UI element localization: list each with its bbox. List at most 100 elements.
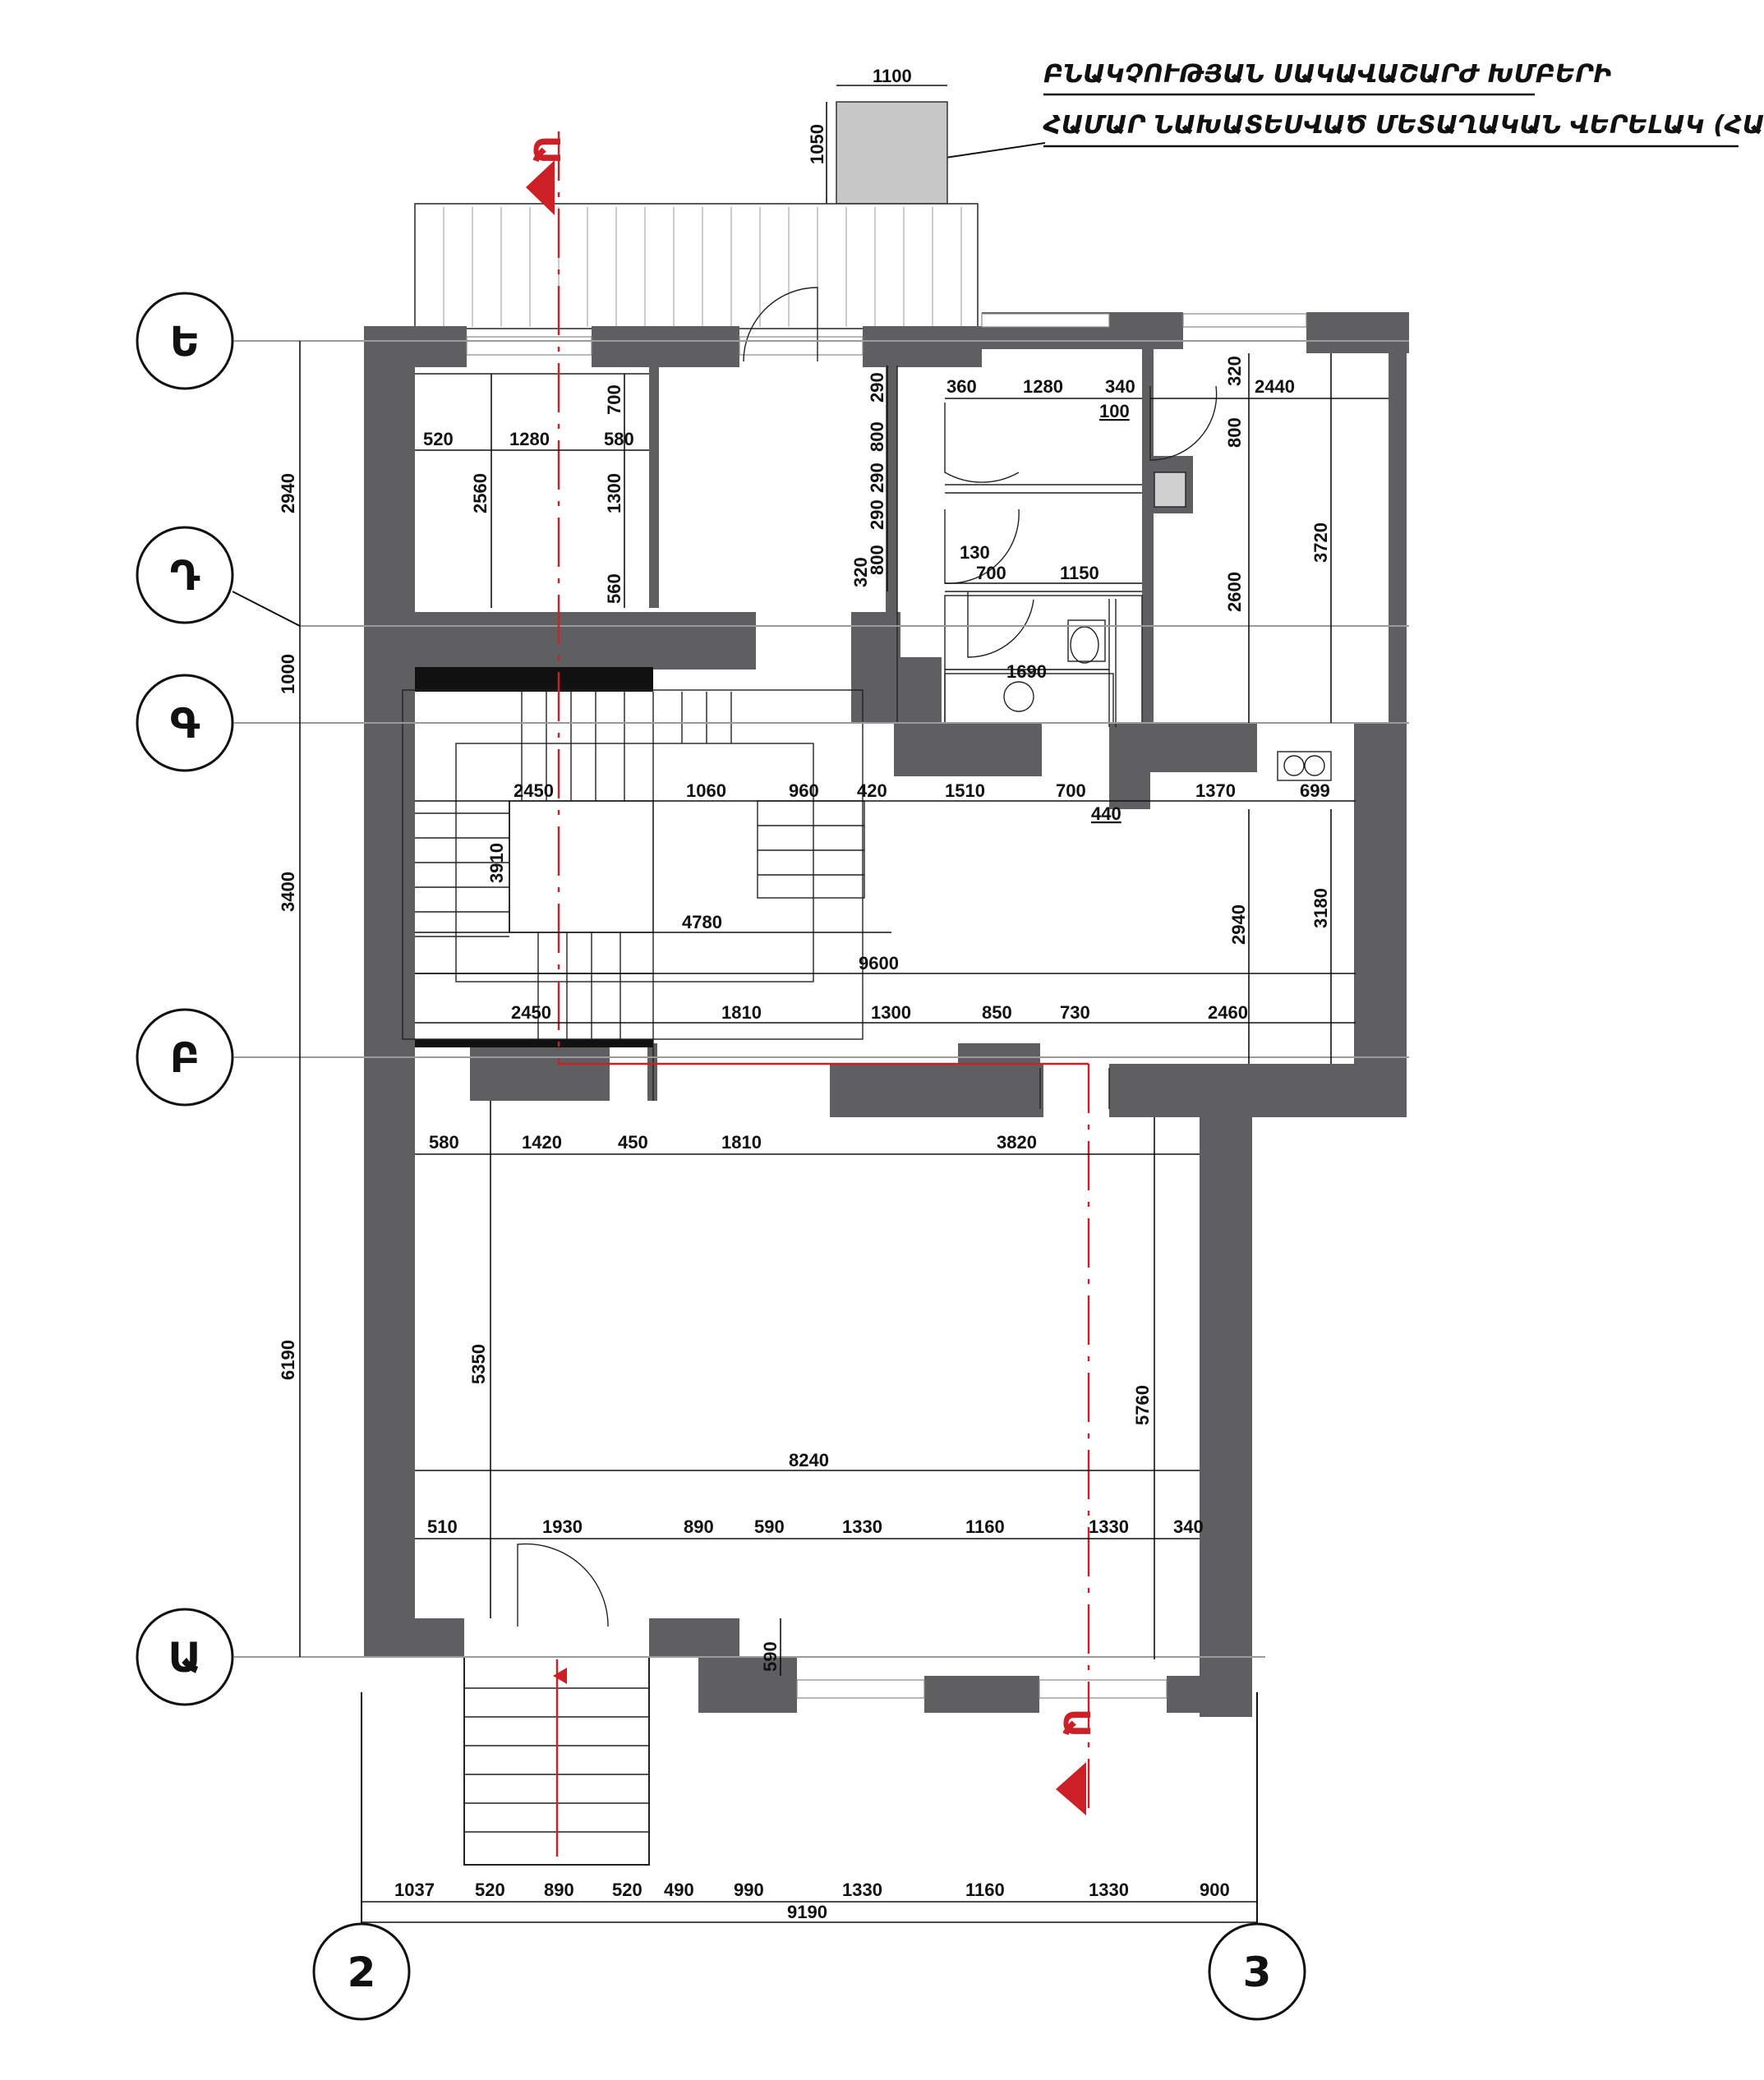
axis-bubble-row-D: Դ xyxy=(136,526,234,624)
dim-v-290-a: 290 xyxy=(867,372,887,403)
dim-lift-height: 1050 xyxy=(807,124,827,164)
dim-r1-580: 580 xyxy=(604,429,634,449)
walls xyxy=(364,312,1409,1717)
dim-r1-520: 520 xyxy=(423,429,454,449)
section-mark-top: Ա xyxy=(526,136,566,165)
dim-l-1330-a: 1330 xyxy=(842,1516,882,1537)
terrace-top xyxy=(414,203,979,329)
dim-s-2940: 2940 xyxy=(1228,904,1249,945)
entry-arrow-icon xyxy=(553,1668,567,1684)
axis-bubble-row-A: Ա xyxy=(136,1608,234,1706)
dim-v-290-b: 290 xyxy=(867,462,887,493)
dim-left-6190: 6190 xyxy=(278,1340,298,1380)
dim-bt-900: 900 xyxy=(1200,1880,1230,1900)
axis-bubble-col-3: 3 xyxy=(1208,1922,1306,2021)
dim-b-100: 100 xyxy=(1099,401,1130,421)
dim-l-590: 590 xyxy=(754,1516,785,1537)
dim-bt-520-b: 520 xyxy=(612,1880,643,1900)
dim-l-590-v: 590 xyxy=(760,1641,781,1672)
axis-label-row-2: Դ xyxy=(170,552,200,600)
grid-axes xyxy=(232,340,1409,1943)
dim-b-1690: 1690 xyxy=(1006,661,1047,682)
dim-s-1060: 1060 xyxy=(686,780,726,801)
dimension-labels: 2940 1000 3400 6190 520 1280 580 700 256… xyxy=(278,356,1331,1922)
dim-l-510: 510 xyxy=(427,1516,458,1537)
dim-m-5350: 5350 xyxy=(468,1344,489,1384)
dim-c-1300: 1300 xyxy=(871,1002,911,1023)
dim-lift-width: 1100 xyxy=(873,66,912,86)
dim-c-730: 730 xyxy=(1060,1002,1090,1023)
dim-s-1510: 1510 xyxy=(945,780,985,801)
dim-bt-1330-a: 1330 xyxy=(842,1880,882,1900)
dim-b-800: 800 xyxy=(1224,417,1245,448)
dim-s-2450: 2450 xyxy=(514,780,554,801)
dim-m-3820: 3820 xyxy=(997,1132,1037,1153)
dim-c-1810: 1810 xyxy=(721,1002,762,1023)
dim-c-2450: 2450 xyxy=(511,1002,551,1023)
dim-bt-1037: 1037 xyxy=(394,1880,435,1900)
dim-m-8240: 8240 xyxy=(789,1450,829,1470)
dim-bt-1330-b: 1330 xyxy=(1089,1880,1129,1900)
dim-v-320: 320 xyxy=(850,557,871,587)
axis-label-row-1: Ե xyxy=(170,318,200,366)
dim-b-2440: 2440 xyxy=(1255,376,1295,397)
note-line-2: ՀԱՄԱՐ ՆԱԽԱՏԵՍՎԱԾ ՄԵՏԱՂԱԿԱՆ ՎԵՐԵԼԱԿ (ՀԱՐԹ… xyxy=(1043,111,1764,140)
dim-v-800-a: 800 xyxy=(867,421,887,452)
dim-s-9600: 9600 xyxy=(859,953,899,973)
dim-l-340: 340 xyxy=(1173,1516,1204,1537)
dim-b-130: 130 xyxy=(960,542,990,563)
dim-m-5760: 5760 xyxy=(1132,1385,1153,1425)
terrace-planks xyxy=(443,207,962,327)
dim-bt-890: 890 xyxy=(544,1880,574,1900)
dim-total-9190: 9190 xyxy=(787,1902,827,1922)
dim-v-290-c: 290 xyxy=(867,499,887,530)
dim-b-360: 360 xyxy=(946,376,977,397)
dim-v-700: 700 xyxy=(604,384,624,415)
dim-b-700: 700 xyxy=(976,563,1006,583)
dim-b-320: 320 xyxy=(1224,356,1245,386)
staircase-small xyxy=(757,800,865,899)
dim-m-580: 580 xyxy=(429,1132,459,1153)
axis-bubble-row-G: Գ xyxy=(136,674,234,772)
dim-b-1150: 1150 xyxy=(1060,563,1099,583)
dim-s-3180: 3180 xyxy=(1310,888,1331,928)
section-mark-bottom: Ա xyxy=(1056,1709,1096,1738)
dim-left-1000: 1000 xyxy=(278,654,298,694)
dim-s-3910: 3910 xyxy=(486,843,507,883)
dim-b-340: 340 xyxy=(1105,376,1135,397)
section-line: Ա Ա xyxy=(526,131,1096,1857)
dim-bt-520-a: 520 xyxy=(475,1880,505,1900)
dim-b-2600: 2600 xyxy=(1224,572,1245,612)
dim-s-1370: 1370 xyxy=(1195,780,1236,801)
dim-c-2460: 2460 xyxy=(1208,1002,1248,1023)
dim-l-1330-b: 1330 xyxy=(1089,1516,1129,1537)
dim-left-2940: 2940 xyxy=(278,473,298,513)
axis-label-col-1: 2 xyxy=(348,1949,376,1996)
dim-b-3720: 3720 xyxy=(1310,522,1331,563)
note-line-1: ԲՆԱԿՉՈՒԹՅԱՆ ՍԱԿԱՎԱՇԱՐԺ ԽՄԲԵՐԻ xyxy=(1043,60,1612,89)
axis-bubble-row-B: Բ xyxy=(136,1008,234,1107)
dimension-lines xyxy=(299,341,1389,1923)
dim-v-1300: 1300 xyxy=(604,473,624,513)
staircase-main xyxy=(402,689,864,1101)
dim-s-960: 960 xyxy=(789,780,819,801)
lift-platform xyxy=(836,101,948,205)
axis-label-row-3: Գ xyxy=(170,700,200,748)
dim-v-560: 560 xyxy=(604,573,624,604)
dim-r1-1280: 1280 xyxy=(509,429,550,449)
dim-v-800-b: 800 xyxy=(867,545,887,575)
stair-landing-bottom xyxy=(415,1039,653,1047)
dim-l-1930: 1930 xyxy=(542,1516,583,1537)
dim-c-850: 850 xyxy=(982,1002,1012,1023)
axis-label-row-5: Ա xyxy=(168,1634,202,1682)
section-arrow-bottom-icon xyxy=(1056,1762,1086,1815)
dim-s-699: 699 xyxy=(1300,780,1330,801)
section-arrow-top-icon xyxy=(526,160,555,215)
dim-b-1280: 1280 xyxy=(1023,376,1063,397)
dim-s-700: 700 xyxy=(1056,780,1086,801)
dim-bt-1160: 1160 xyxy=(965,1880,1005,1900)
dim-v-2560: 2560 xyxy=(470,473,491,513)
dim-bt-990: 990 xyxy=(734,1880,764,1900)
dim-l-890: 890 xyxy=(684,1516,714,1537)
